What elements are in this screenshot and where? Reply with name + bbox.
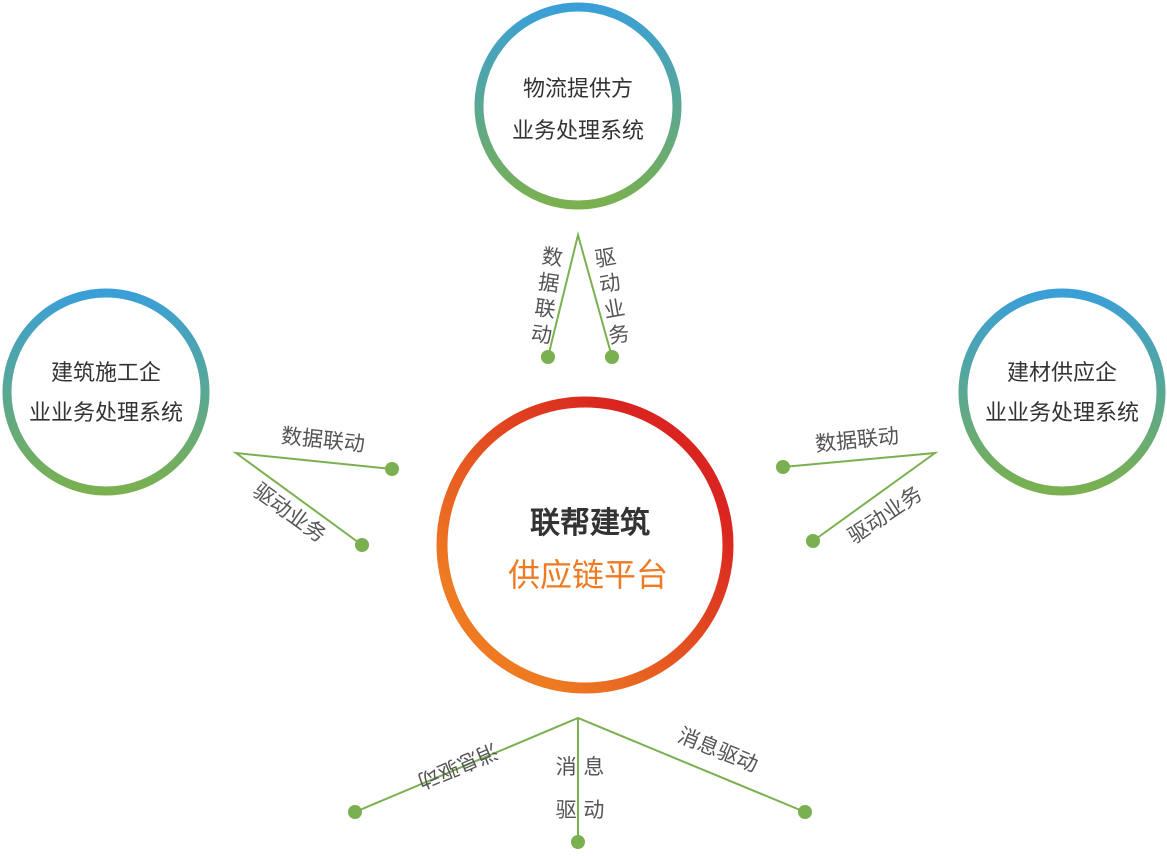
label-drive-business-right: 驱动业务 <box>843 482 926 549</box>
node-label-line2: 业业务处理系统 <box>985 401 1139 426</box>
node-label-line2: 业务处理系统 <box>512 119 644 144</box>
label-data-link-top: 数 据 联 动 <box>529 244 564 348</box>
connector-dot <box>541 350 555 364</box>
label-message-drive-middle-1: 消 息 <box>556 755 605 779</box>
node-logistics-provider: 物流提供方 业务处理系统 <box>474 2 682 210</box>
label-message-drive-middle-2: 驱 动 <box>556 798 605 822</box>
label-message-drive-right: 消息驱动 <box>675 723 762 777</box>
svg-text:动: 动 <box>529 321 553 348</box>
svg-text:务: 务 <box>606 321 631 348</box>
node-ring <box>2 288 210 496</box>
svg-text:动: 动 <box>597 270 622 297</box>
connector-line <box>782 451 939 542</box>
label-drive-business-top: 驱 动 业 务 <box>593 244 631 348</box>
left-connector: 数据联动 驱动业务 <box>232 424 399 552</box>
connector-dot <box>355 538 369 552</box>
connector-dot <box>385 462 399 476</box>
connector-dot <box>605 350 619 364</box>
center-subtitle: 供应链平台 <box>508 556 668 594</box>
node-material-supplier: 建材供应企 业业务处理系统 <box>958 288 1166 496</box>
connector-line <box>232 451 393 546</box>
center-title: 联帮建筑 <box>530 506 650 541</box>
node-ring <box>958 288 1166 496</box>
connector-dot <box>348 805 362 819</box>
center-ring <box>436 396 734 694</box>
svg-text:据: 据 <box>537 270 561 297</box>
svg-text:业: 业 <box>602 296 627 323</box>
node-label-line1: 建材供应企 <box>1007 361 1117 386</box>
label-data-link-left: 数据联动 <box>280 424 366 457</box>
connector-line <box>547 231 613 358</box>
svg-text:数: 数 <box>540 244 564 271</box>
node-label-line1: 物流提供方 <box>523 77 633 102</box>
node-label-line1: 建筑施工企 <box>51 361 161 386</box>
label-message-drive-left: 消息驱动 <box>415 738 502 793</box>
node-ring <box>474 2 682 210</box>
center-platform: 联帮建筑 供应链平台 <box>436 396 734 694</box>
svg-text:联: 联 <box>533 296 557 323</box>
connector-dot <box>571 835 585 849</box>
node-construction-enterprise: 建筑施工企 业业务处理系统 <box>2 288 210 496</box>
connector-dot <box>806 534 820 548</box>
svg-text:驱: 驱 <box>593 244 618 271</box>
label-data-link-right: 数据联动 <box>814 424 900 457</box>
right-connector: 数据联动 驱动业务 <box>776 424 939 549</box>
connector-dot <box>776 460 790 474</box>
bottom-connector: 消息驱动 消 息 驱 动 消息驱动 <box>348 716 812 849</box>
node-label-line2: 业业务处理系统 <box>29 401 183 426</box>
connector-dot <box>798 805 812 819</box>
top-connector: 数 据 联 动 驱 动 业 务 <box>529 231 631 364</box>
